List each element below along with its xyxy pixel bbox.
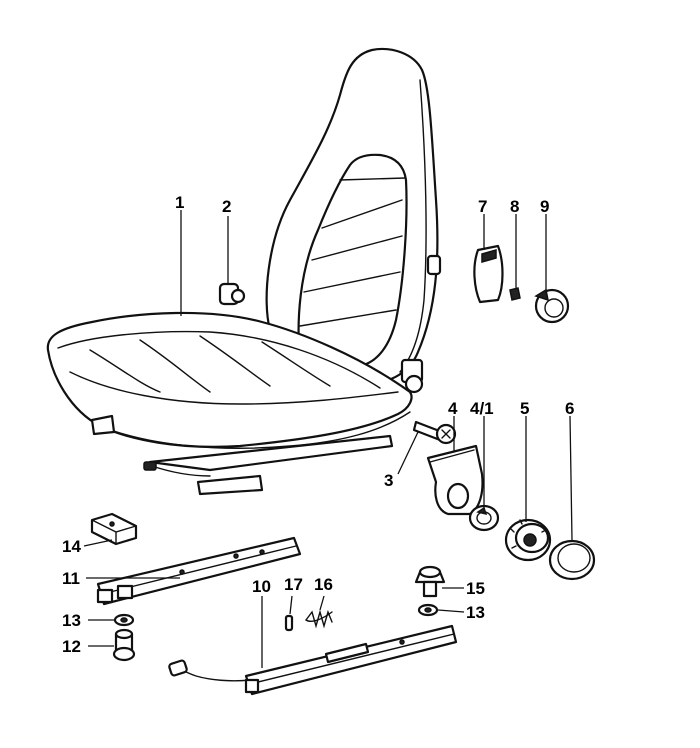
label-6: 6 [565,399,574,418]
part-13-washer-right [417,603,439,617]
label-1: 1 [175,193,184,212]
label-2: 2 [222,197,231,216]
label-4-1: 4/1 [470,399,494,418]
part-6-cap [548,539,596,581]
seat-runner-foot [196,474,264,496]
label-9: 9 [540,197,549,216]
part-13-washer-left [113,613,135,627]
label-8: 8 [510,197,519,216]
part-14-block [90,512,138,546]
part-17-pin [284,614,294,632]
label-3: 3 [384,471,393,490]
label-14: 14 [62,537,81,556]
label-12: 12 [62,637,81,656]
recliner-knob-stub [404,374,424,394]
release-cable-end [143,461,157,471]
label-7: 7 [478,197,487,216]
backrest-latch [426,254,442,276]
part-labels: 1 2 3 4 4/1 5 6 7 8 9 10 11 12 13 13 14 … [62,193,574,656]
seat-base-frame [148,434,394,472]
label-13-left: 13 [62,611,81,630]
seat-front-foot [90,414,116,436]
part-5-knob [504,518,552,562]
label-13-right: 13 [466,603,485,622]
part-7-lever [473,244,504,304]
part-10-rail [168,624,458,696]
part-4-cover [426,444,484,516]
part-8-pin [509,287,521,301]
label-5: 5 [520,399,529,418]
seat-assembly [46,47,442,496]
part-2-clip [218,282,246,306]
part-16-spring [305,609,333,629]
part-3-screw [412,420,457,445]
part-12-bolt [112,628,136,662]
part-9-knob [534,288,570,324]
label-11: 11 [62,569,80,588]
part-15-bolt [414,565,446,598]
label-15: 15 [466,579,485,598]
label-17: 17 [284,575,303,594]
label-10: 10 [252,577,271,596]
label-4: 4 [448,399,458,418]
part-11-rail [96,536,302,606]
part-4-1-ring [468,504,500,532]
label-16: 16 [314,575,333,594]
leader-lines [83,210,573,668]
